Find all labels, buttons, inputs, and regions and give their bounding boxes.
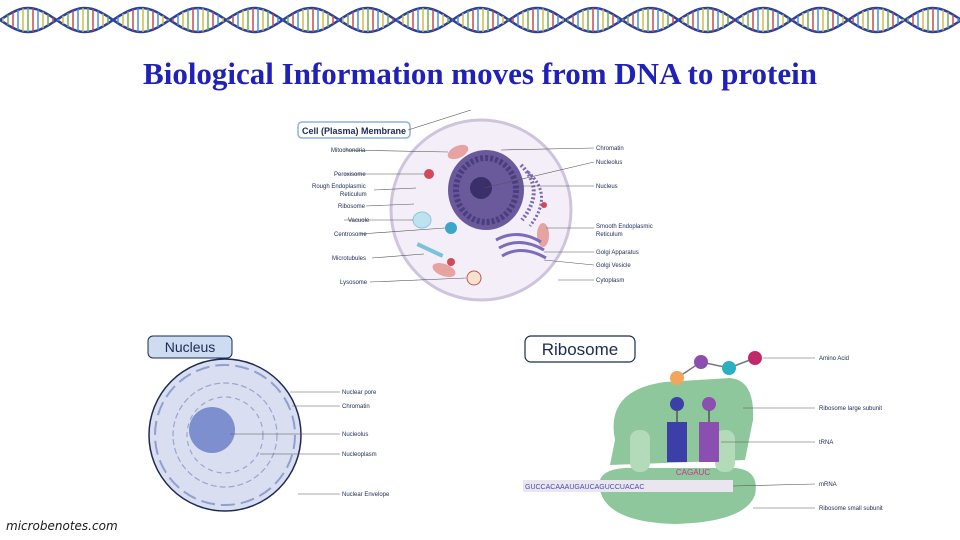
label-nucleolus: Nucleolus [596, 160, 622, 166]
cell-header-box [297, 121, 411, 139]
nucleus-diagram: Nucleus Nuclear pore Chromatin Nucleolus… [147, 335, 390, 512]
nucleus-header-box [147, 335, 233, 359]
anticodon-label: CAGAUC [676, 468, 710, 477]
cell-diagram: Cell (Plasma) Membrane [297, 110, 653, 302]
label-smooth-er-reticulum: Reticulum [596, 232, 623, 238]
nuclear-pores [154, 364, 296, 506]
cell-right-labels: Chromatin Nucleolus Nucleus Smooth Endop… [596, 146, 653, 284]
mitochondrion-2 [537, 223, 549, 247]
rough-er [519, 163, 536, 222]
ribosome-labels: Amino Acid Ribosome large subunit tRNA m… [819, 356, 883, 512]
nucleus-header-label: Nucleus [165, 339, 216, 355]
label-microtubules: Microtubules [332, 256, 366, 262]
nucleolus [189, 407, 235, 453]
label-nucleus-chromatin: Chromatin [342, 404, 370, 410]
rough-er-2 [526, 170, 543, 227]
nucleus-labels: Nuclear pore Chromatin Nucleolus Nucleop… [342, 390, 390, 498]
label-nuclear-pore: Nuclear pore [342, 390, 377, 396]
label-mrna: mRNA [819, 482, 837, 488]
label-trna: tRNA [819, 440, 833, 446]
label-centrosome: Centrosome [334, 232, 367, 238]
label-reticulum: Reticulum [340, 192, 367, 198]
peroxisome [424, 169, 434, 179]
cell-leader-lines [343, 110, 595, 283]
label-amino-acid: Amino Acid [819, 356, 849, 362]
label-small-subunit: Ribosome small subunit [819, 506, 883, 512]
dna-strand [0, 6, 960, 34]
label-golgi-apparatus: Golgi Apparatus [596, 250, 639, 256]
lysosome [466, 270, 482, 286]
ribosome-header-label: Ribosome [542, 340, 619, 359]
centrosome [445, 222, 457, 234]
amino-acid-chain [670, 351, 762, 385]
mrna-strand [523, 480, 733, 492]
cell-header-label: Cell (Plasma) Membrane [302, 126, 406, 136]
source-credit: microbenotes.com [6, 519, 118, 533]
ribosome-leader-lines [721, 357, 816, 509]
ribosome-dot [541, 202, 547, 208]
microtubule [416, 242, 444, 258]
ribosome-header-box [524, 335, 636, 363]
trna-left [667, 397, 687, 462]
label-vacuole: Vacuole [348, 218, 370, 224]
cell-chromatin [453, 155, 519, 225]
label-ribosome: Ribosome [338, 204, 366, 210]
label-lysosome: Lysosome [340, 280, 368, 286]
label-mitochondria: Mitochondria [331, 148, 366, 154]
mitochondrion [447, 144, 469, 160]
ribosome-site-a [630, 430, 650, 472]
label-large-subunit: Ribosome large subunit [819, 406, 882, 412]
label-nucleus: Nucleus [596, 184, 618, 190]
nucleus-leader-lines [230, 391, 340, 495]
label-smooth-er: Smooth Endoplasmic [596, 224, 653, 230]
label-golgi-vesicle: Golgi Vesicle [596, 263, 631, 269]
mrna-sequence: GUCCACAAAUGAUCAGUCCUACAC [525, 484, 644, 491]
label-cytoplasm: Cytoplasm [596, 278, 624, 284]
ribosome-site-e [715, 430, 735, 472]
dna-helix-icon [0, 6, 960, 34]
page-title: Biological Information moves from DNA to… [143, 56, 817, 91]
label-chromatin: Chromatin [596, 146, 624, 152]
label-nuclear-envelope: Nuclear Envelope [342, 492, 390, 498]
golgi-apparatus [495, 233, 547, 260]
label-nucleolus-part: Nucleolus [342, 432, 368, 438]
ribosome-diagram: Ribosome CAGAUC GUCCACAAAUGAUCAGUCCUACAC… [523, 335, 883, 524]
nucleus-chromatin-2 [186, 396, 264, 474]
trna-right [699, 397, 719, 462]
dna-strand [0, 6, 960, 34]
label-peroxisome: Peroxisome [334, 172, 366, 178]
label-rough-er: Rough Endoplasmic [312, 184, 366, 190]
mitochondrion-3 [432, 263, 456, 277]
ribosome-dot-2 [447, 258, 455, 266]
dna-helix-banner [0, 6, 960, 34]
label-nucleoplasm: Nucleoplasm [342, 452, 377, 458]
cell-left-labels: Mitochondria Peroxisome Rough Endoplasmi… [312, 148, 370, 286]
cell-nucleolus [470, 177, 492, 199]
nucleus-chromatin [172, 382, 278, 488]
vacuole [412, 211, 432, 229]
